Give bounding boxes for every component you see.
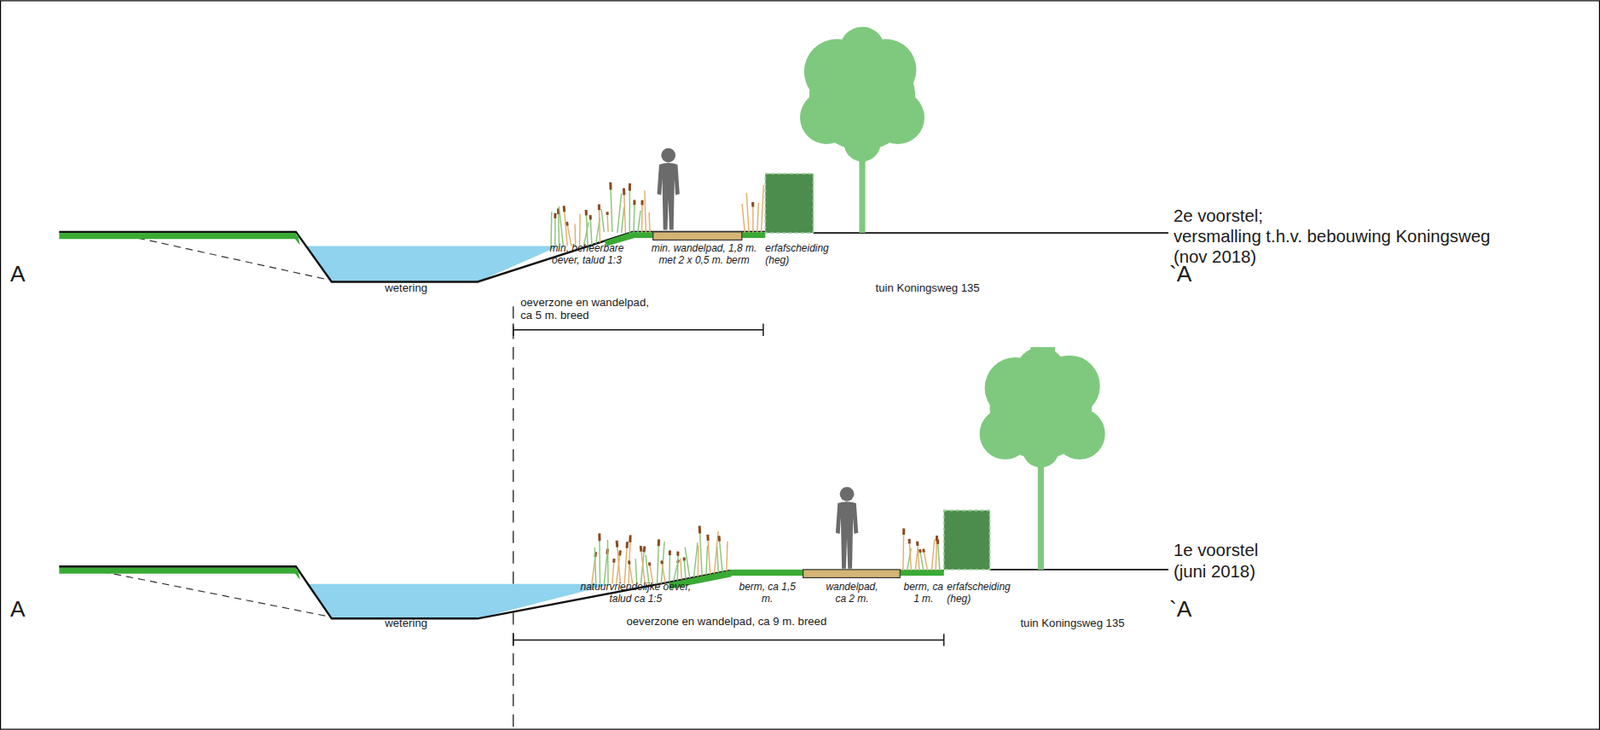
dimension-label: wetering — [384, 616, 428, 630]
dimension-label: tuin Koningsweg 135 — [1020, 616, 1125, 630]
dimension-label: oeverzone en wandelpad, ca 9 m. breed — [626, 614, 827, 628]
section-marker: A — [10, 260, 26, 287]
proposal-title: 1e voorstel — [1173, 540, 1258, 561]
dimension-label: natuurvriendelijke oever, talud ca 1:5 — [571, 581, 701, 606]
dimension-label: berm, ca 1 m. — [902, 581, 945, 606]
proposal-title: (nov 2018) — [1173, 247, 1257, 267]
dimension-label: wandelpad, ca 2 m. — [821, 581, 883, 606]
dimension-label: tuin Koningsweg 135 — [875, 281, 980, 295]
dimension-label: min. beheerbare oever, talud 1:3 — [539, 243, 634, 267]
proposal-title: versmalling t.h.v. bebouwing Koningsweg — [1173, 226, 1490, 247]
proposal-title: 2e voorstel; — [1173, 206, 1264, 227]
dimension-label: erfafscheiding (heg) — [765, 243, 841, 267]
dimension-label: wetering — [384, 281, 428, 295]
section-marker: A — [10, 596, 26, 622]
dimension-label: oeverzone en wandelpad, ca 5 m. breed — [520, 295, 659, 322]
proposal-title: (juni 2018) — [1173, 562, 1256, 582]
dimension-label: erfafscheiding (heg) — [946, 581, 1023, 606]
dimension-label: min. wandelpad, 1,8 m. met 2 x 0,5 m. be… — [644, 243, 764, 267]
section-marker: `A — [1169, 596, 1192, 622]
dimension-label: berm, ca 1,5 m. — [737, 581, 797, 606]
